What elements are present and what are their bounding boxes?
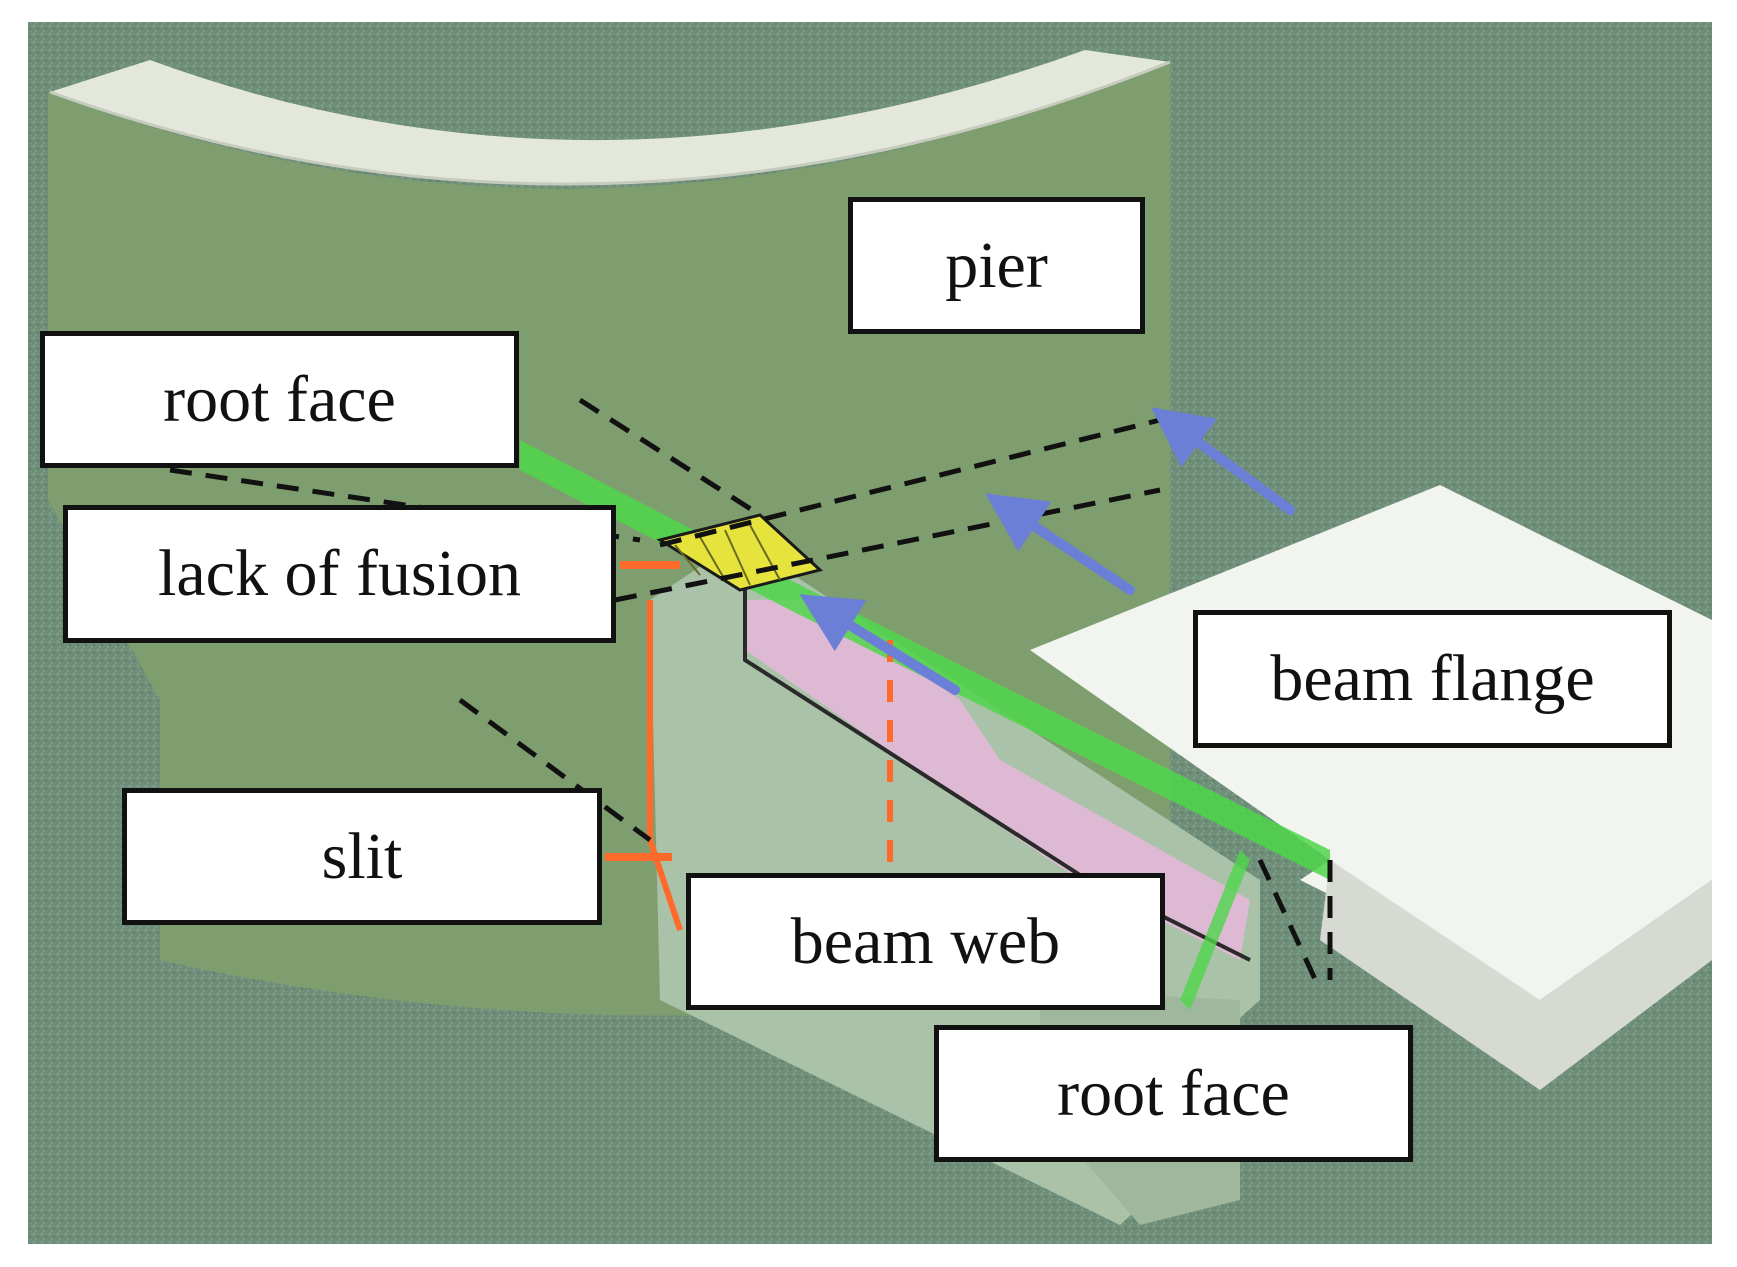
label-pier: pier	[848, 197, 1145, 334]
web-outline	[743, 590, 1251, 962]
label-root-face-upper: root face	[40, 331, 519, 468]
web-highlight-zone	[745, 600, 1250, 960]
label-slit: slit	[122, 788, 602, 925]
root-face-strip-lower	[1180, 850, 1250, 1010]
beam-flange-front-edge	[1320, 860, 1712, 1090]
force-arrows	[799, 407, 1295, 695]
label-lack-of-fusion: lack of fusion	[63, 505, 616, 643]
pier-top-face	[50, 50, 1170, 185]
label-beam-web: beam web	[686, 873, 1165, 1010]
lack-of-fusion-hatch	[674, 524, 781, 586]
label-root-face-lower: root face	[934, 1025, 1413, 1162]
label-beam-flange: beam flange	[1193, 610, 1672, 748]
pier-top-edge	[49, 60, 1171, 186]
